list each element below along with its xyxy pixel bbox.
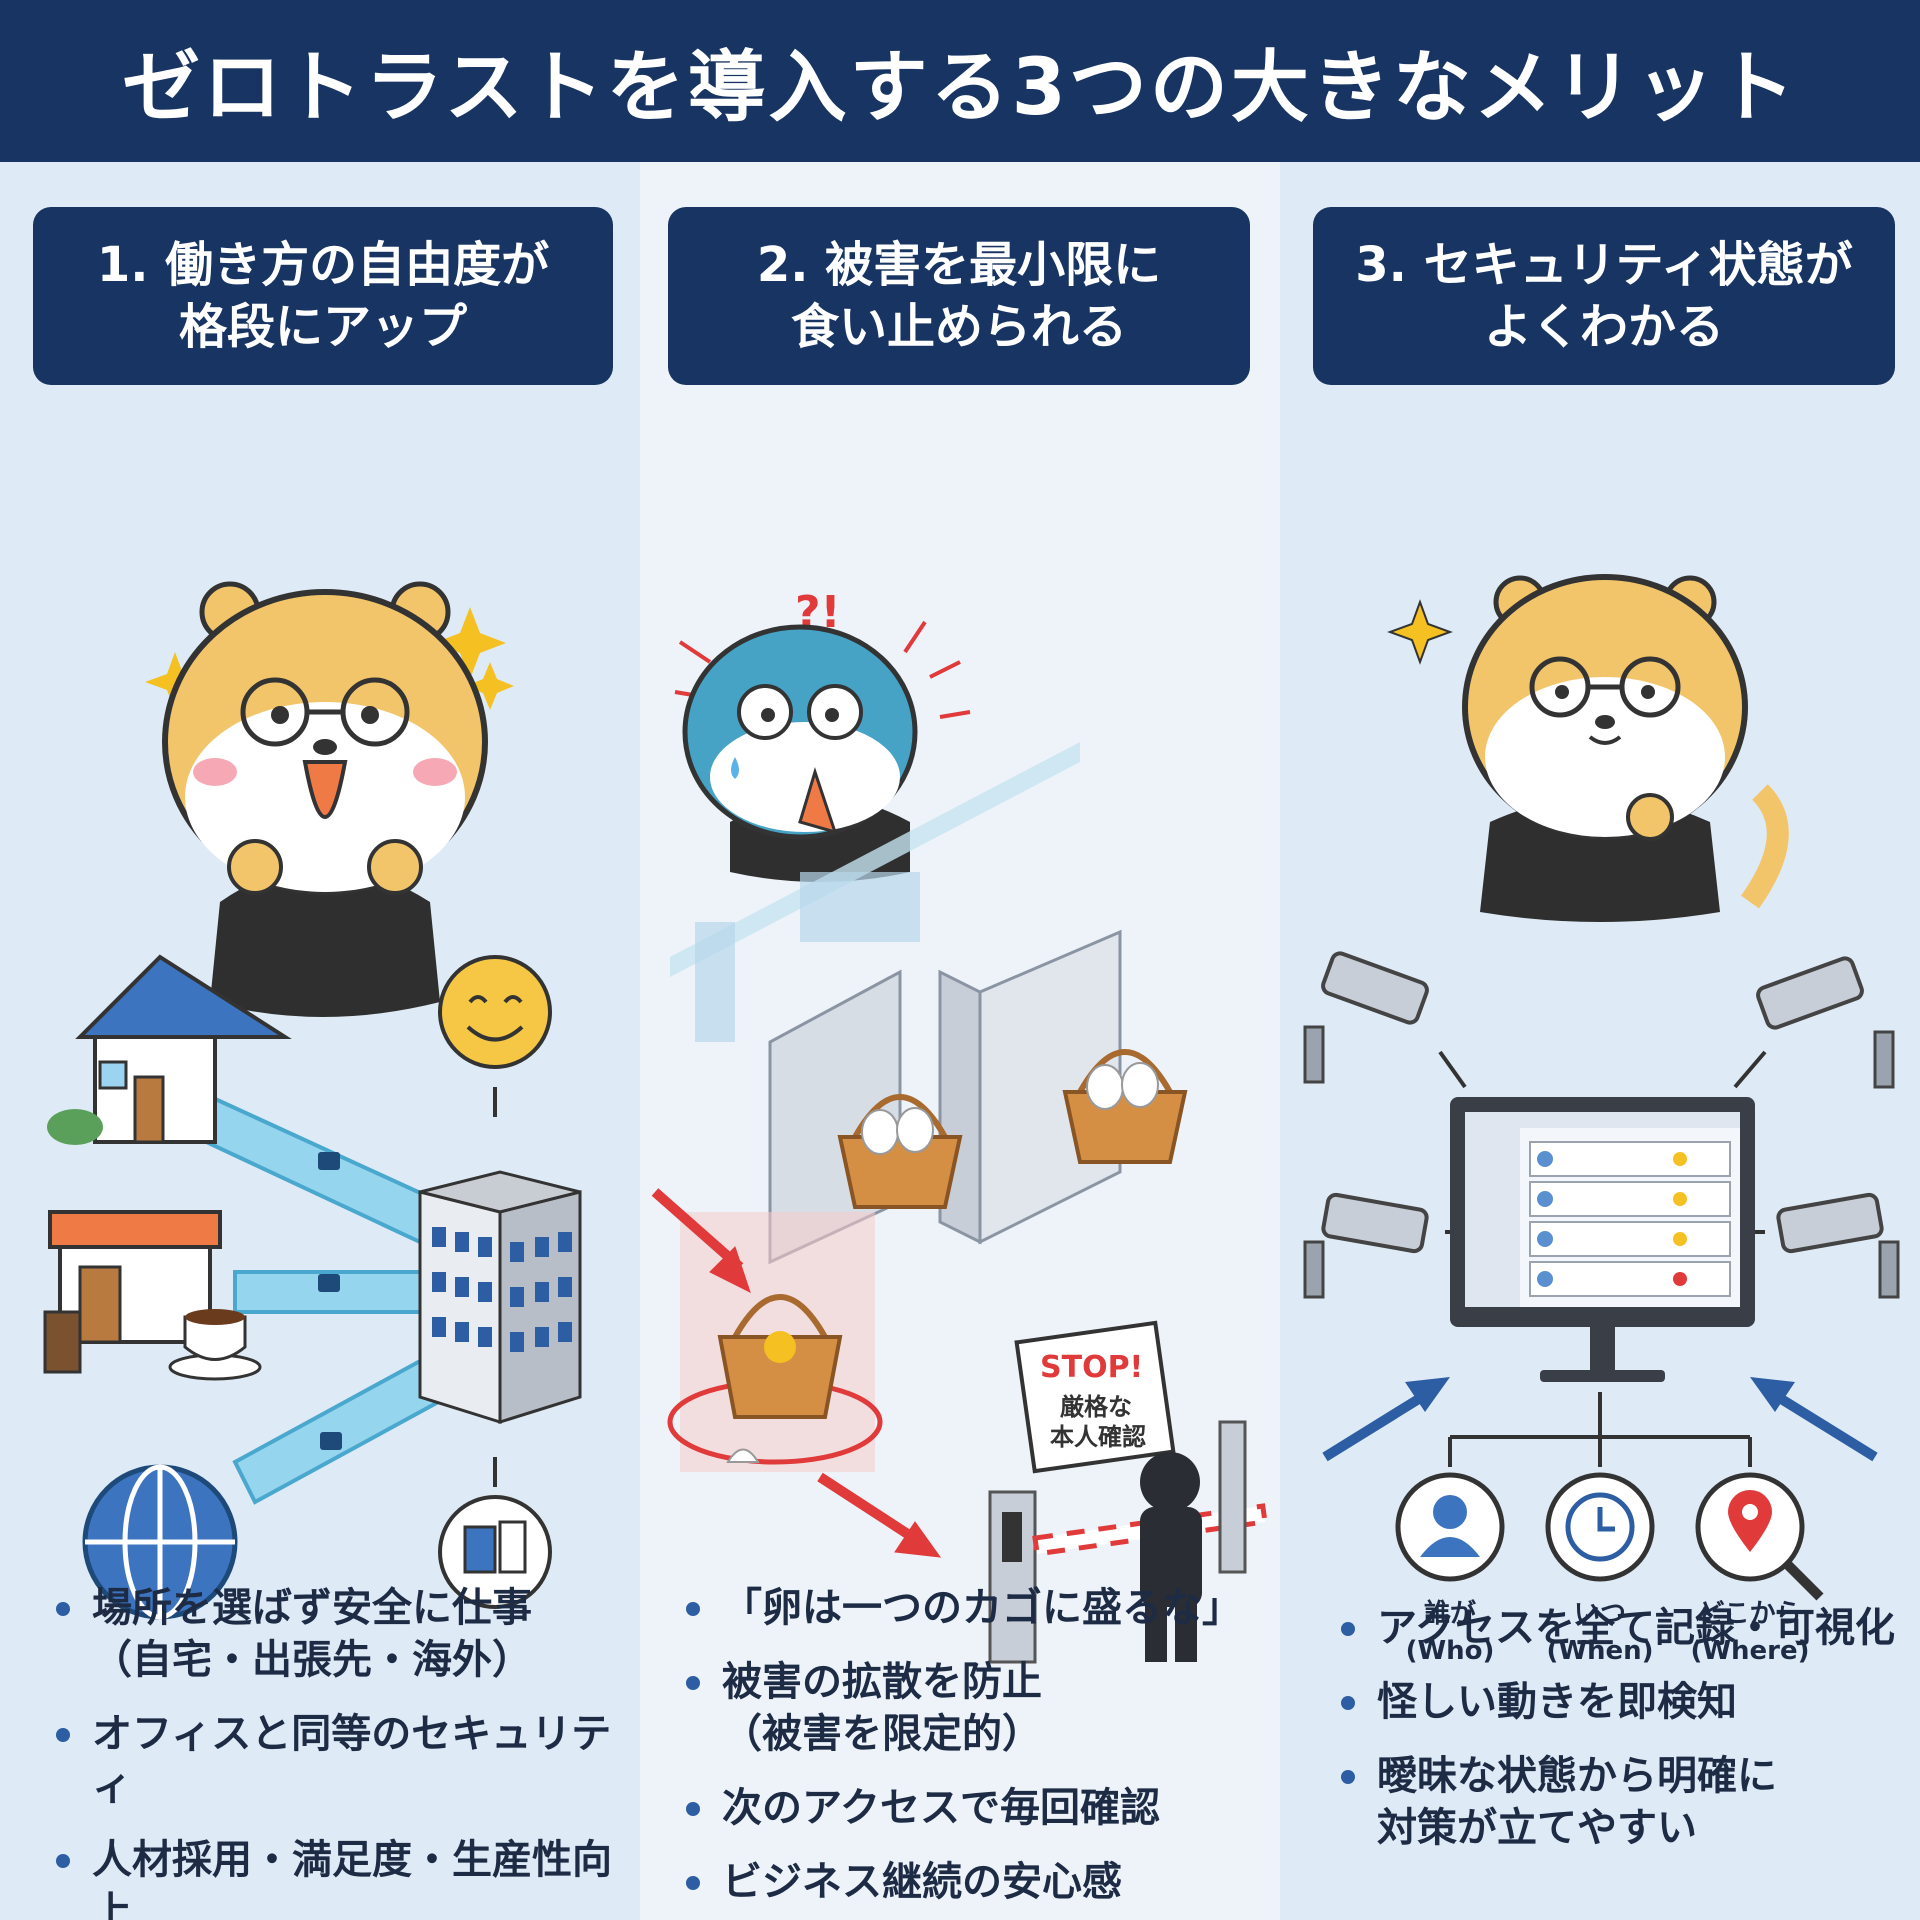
benefit-list: 「卵は一つのカゴに盛るな」 被害の拡散を防止 （被害を限定的） 次のアクセスで毎…	[680, 1582, 1260, 1920]
shocked-mascot	[682, 624, 918, 882]
column-visibility: 3. セキュリティ状態が よくわかる	[1280, 162, 1920, 1920]
security-camera-icon	[1776, 1192, 1900, 1299]
location-search-icon	[1695, 1472, 1824, 1601]
svg-text:(Who): (Who)	[1406, 1636, 1495, 1666]
list-item: オフィスと同等のセキュリティ	[50, 1708, 620, 1812]
happy-mascot	[162, 581, 488, 1017]
egg-basket-icon	[1062, 1049, 1188, 1164]
benefit-list: 場所を選ばず安全に仕事 （自宅・出張先・海外） オフィスと同等のセキュリティ 人…	[50, 1582, 620, 1920]
tree-lines	[1448, 1392, 1752, 1467]
column-work-freedom: 1. 働き方の自由度が 格段にアップ	[0, 162, 640, 1920]
svg-text:(Where): (Where)	[1690, 1636, 1809, 1666]
svg-text:いつ: いつ	[1574, 1599, 1626, 1629]
monitor-dashboard	[1450, 1097, 1755, 1382]
remote-work-illustration	[43, 581, 582, 1620]
hooded-intruder	[1140, 1452, 1202, 1662]
list-item: 次のアクセスで毎回確認	[680, 1782, 1260, 1834]
lock-icon	[318, 1152, 342, 1450]
svg-text:誰が: 誰が	[1424, 1598, 1476, 1629]
svg-text:どこから: どこから	[1698, 1599, 1801, 1629]
list-item: 場所を選ばず安全に仕事 （自宅・出張先・海外）	[50, 1582, 620, 1686]
list-item: ビジネス継続の安心感	[680, 1856, 1260, 1908]
security-camera-icon	[1756, 956, 1895, 1089]
house-icon	[47, 954, 292, 1145]
list-item: 被害の拡散を防止 （被害を限定的）	[680, 1656, 1260, 1760]
heading-line: 食い止められる	[790, 299, 1127, 355]
heading-line: 3. セキュリティ状態が	[1355, 237, 1853, 293]
threat-arrow-icon	[651, 1188, 942, 1558]
log-arrow-icon	[1322, 1377, 1878, 1462]
egg-basket-icon	[837, 1094, 963, 1209]
title-bar: ゼロトラストを導入する3つの大きなメリット	[0, 0, 1920, 162]
list-item: 怪しい動きを即検知	[1335, 1676, 1900, 1728]
segmentation-illustration: ?!	[651, 587, 1268, 1664]
security-camera-icon	[1303, 1192, 1429, 1299]
list-item: アクセスを全て記録・可視化	[1335, 1602, 1900, 1654]
list-item: 人材採用・満足度・生産性向上	[50, 1834, 620, 1920]
secure-tunnels	[182, 1089, 478, 1505]
heading-line: 2. 被害を最小限に	[756, 237, 1162, 293]
column-heading: 1. 働き方の自由度が 格段にアップ	[33, 207, 613, 385]
person-icon	[1395, 1472, 1505, 1582]
monitor-labels: 誰が (Who) いつ (When) どこから (Where)	[1406, 1598, 1810, 1666]
list-item: 「卵は一つのカゴに盛るな」	[680, 1582, 1260, 1634]
heading-line: 格段にアップ	[178, 299, 467, 355]
heading-line: よくわかる	[1483, 299, 1724, 355]
globe-icon	[82, 1464, 238, 1620]
smiley-icon	[438, 955, 552, 1117]
column-heading: 2. 被害を最小限に 食い止められる	[668, 207, 1250, 385]
thinking-mascot	[1462, 574, 1789, 922]
damaged-zone	[667, 1212, 883, 1472]
security-camera-icon	[1303, 951, 1429, 1084]
stop-sign: STOP! 厳格な 本人確認	[1014, 1320, 1176, 1474]
monitoring-illustration: 誰が (Who) いつ (When) どこから (Where)	[1303, 574, 1900, 1666]
page-title: ゼロトラストを導入する3つの大きなメリット	[122, 43, 1798, 133]
column-damage-containment: 2. 被害を最小限に 食い止められる ?!	[640, 162, 1280, 1920]
clock-icon	[1545, 1472, 1655, 1582]
office-building-icon	[418, 1170, 582, 1425]
svg-text:厳格な: 厳格な	[1060, 1393, 1132, 1421]
svg-text:(When): (When)	[1546, 1636, 1653, 1666]
list-item: 曖昧な状態から明確に 対策が立てやすい	[1335, 1750, 1900, 1854]
devices-icon	[438, 1457, 552, 1609]
column-heading: 3. セキュリティ状態が よくわかる	[1313, 207, 1895, 385]
benefit-list: アクセスを全て記録・可視化 怪しい動きを即検知 曖昧な状態から明確に 対策が立て…	[1335, 1602, 1900, 1876]
sparkle-icon	[1387, 599, 1453, 665]
svg-text:本人確認: 本人確認	[1050, 1423, 1146, 1451]
sparkle-icon	[145, 607, 514, 712]
coffee-cup-icon	[168, 1309, 262, 1381]
svg-text:STOP!: STOP!	[1040, 1350, 1143, 1385]
heading-line: 1. 働き方の自由度が	[96, 237, 550, 293]
